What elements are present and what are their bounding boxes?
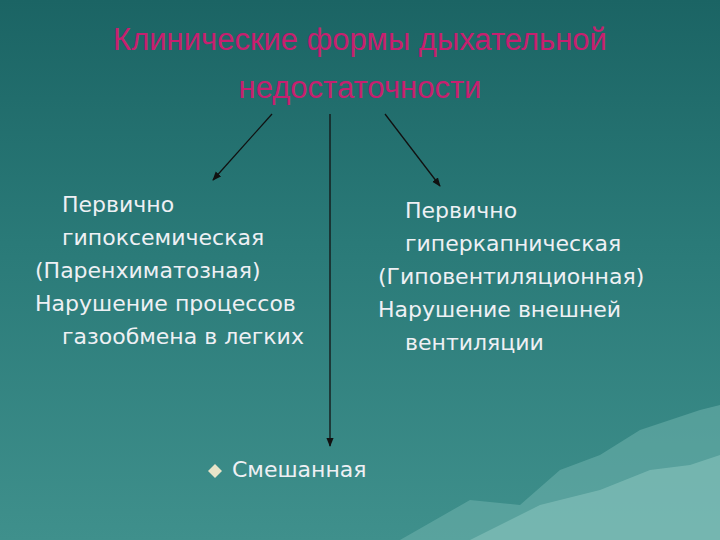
form-block: Первично гипоксемическая(Паренхиматозная… [35,180,320,353]
form-text: Нарушение внешней вентиляции [378,293,714,359]
arrow-connector [213,114,272,180]
form-block: Первично гиперкапническая(Гиповентиляцио… [378,186,714,359]
form-text: Первично гиперкапническая [378,194,714,260]
form-text: Смешанная [232,454,402,486]
form-text: Нарушение процессов газообмена в легких [35,287,320,353]
form-text: (Паренхиматозная) [35,254,320,287]
bullet-diamond [208,464,222,478]
title-text: Клинические формы дыхательной недостаточ… [60,16,660,112]
mountain-shape [470,455,720,540]
form-text: Первично гипоксемическая [35,188,320,254]
title-text-node: Клинические формы дыхательной недостаточ… [60,16,660,112]
mountain-shape [400,405,720,540]
arrow-connector [329,114,330,446]
form-text: (Гиповентиляционная) [378,260,714,293]
arrow-connector [385,114,440,186]
bullet-item: Смешанная [206,446,406,488]
